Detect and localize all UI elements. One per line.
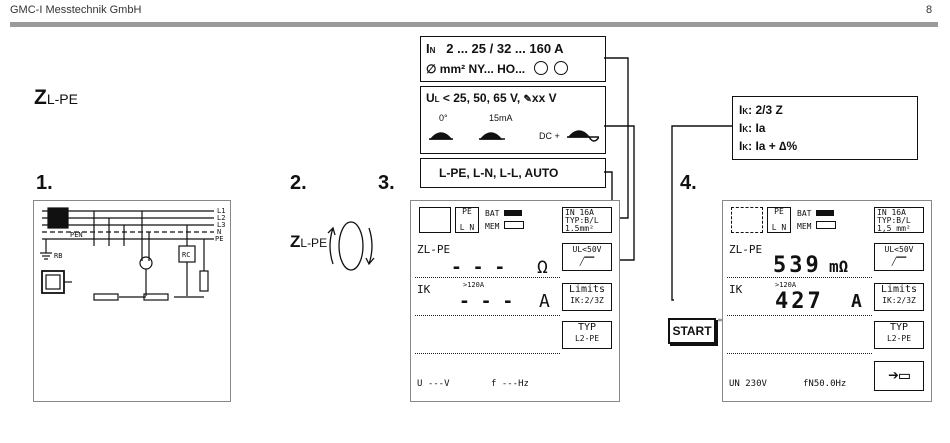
ik-mode-line: IK: 2/3 Z bbox=[739, 103, 783, 117]
divider bbox=[727, 315, 872, 316]
dial-label: ZL-PE bbox=[290, 232, 328, 251]
label-l2: L2 bbox=[217, 214, 225, 222]
label-pe: PE bbox=[215, 235, 223, 243]
wave-label-0deg: 0° bbox=[439, 113, 448, 123]
ik-mode-line: IK: Ia + ∆% bbox=[739, 139, 798, 153]
z-value: - - - bbox=[451, 257, 506, 278]
z-unit: mΩ bbox=[829, 257, 849, 276]
save-to-memory-button[interactable]: ➔▭ bbox=[874, 361, 924, 391]
info-box-ik-modes: IK: 2/3 Z IK: Ia IK: Ia + ∆% bbox=[732, 96, 918, 160]
ul-limit-button[interactable]: UL<50V╱▔▔ bbox=[562, 243, 612, 271]
label-pen: PEN bbox=[70, 231, 83, 239]
label-l3: L3 bbox=[217, 221, 225, 229]
voltage-readout: U ---V bbox=[417, 379, 450, 389]
step-1-number: 1. bbox=[36, 172, 53, 194]
z-unit: Ω bbox=[537, 257, 548, 278]
label-n: N bbox=[217, 228, 221, 236]
divider bbox=[415, 315, 560, 316]
z-label: ZL-PE bbox=[417, 243, 451, 256]
ik-small: >120A bbox=[463, 281, 485, 289]
wave-label-dc: DC + bbox=[539, 131, 560, 141]
start-button[interactable]: START bbox=[668, 318, 716, 344]
ik-label: IK bbox=[729, 283, 743, 296]
ik-value: - - - bbox=[459, 291, 514, 312]
company-name: GMC-I Messtechnik GmbH bbox=[10, 4, 142, 16]
wiring-diagram-panel: L1 L2 L3 N PE PEN RB RC bbox=[33, 200, 231, 402]
info-box-test-modes: L-PE, L-N, L-L, AUTO bbox=[420, 158, 606, 188]
frequency-readout: f ---Hz bbox=[491, 379, 529, 389]
edit-icon: ✎ bbox=[523, 94, 532, 105]
label-l1: L1 bbox=[217, 207, 225, 215]
info-box-voltage-limits: UL < 25, 50, 65 V, ✎xx V 0° 15mA DC + bbox=[420, 86, 606, 154]
step-3-number: 3. bbox=[378, 172, 395, 194]
battery-memory-indicator: BAT MEM bbox=[793, 207, 869, 233]
battery-memory-indicator: BAT MEM bbox=[481, 207, 557, 233]
save-icon: ➔▭ bbox=[888, 365, 910, 386]
ik-small: >120A bbox=[775, 281, 797, 289]
ik-label: IK bbox=[417, 283, 431, 296]
socket-3pin-icon bbox=[553, 61, 568, 75]
ik-mode-line: IK: Ia bbox=[739, 121, 766, 135]
ik-unit: A bbox=[851, 291, 862, 312]
step-4-number: 4. bbox=[680, 172, 697, 194]
page-number: 8 bbox=[926, 4, 933, 16]
nominal-frequency-readout: fN50.0Hz bbox=[803, 379, 847, 389]
divider bbox=[727, 353, 872, 354]
divider bbox=[727, 277, 872, 278]
wave-label-15ma: 15mA bbox=[489, 113, 513, 123]
section-title: ZL-PE bbox=[34, 86, 78, 109]
divider bbox=[415, 353, 560, 354]
info-box-current-range: IN 2 ... 25 / 32 ... 160 A ∅ mm² NY... H… bbox=[420, 36, 606, 82]
z-label: ZL-PE bbox=[729, 243, 763, 256]
ul-limit-button[interactable]: UL<50V╱▔▔ bbox=[874, 243, 924, 271]
socket-icon bbox=[534, 61, 549, 75]
step-2-number: 2. bbox=[290, 172, 307, 194]
divider bbox=[415, 277, 560, 278]
network-schematic: L1 L2 L3 N PE PEN RB RC bbox=[40, 207, 225, 301]
z-value: 539 bbox=[773, 253, 822, 278]
ik-value: 427 bbox=[775, 289, 824, 314]
nominal-voltage-readout: UN 230V bbox=[729, 379, 767, 389]
label-rc: RC bbox=[182, 251, 190, 259]
rotary-switch-icon bbox=[327, 221, 375, 271]
ik-unit: A bbox=[539, 291, 550, 312]
header-rule bbox=[10, 22, 938, 27]
waveform-icons bbox=[429, 130, 599, 142]
operator-icon bbox=[731, 207, 763, 233]
label-rb: RB bbox=[54, 252, 62, 260]
device-icon bbox=[419, 207, 451, 233]
